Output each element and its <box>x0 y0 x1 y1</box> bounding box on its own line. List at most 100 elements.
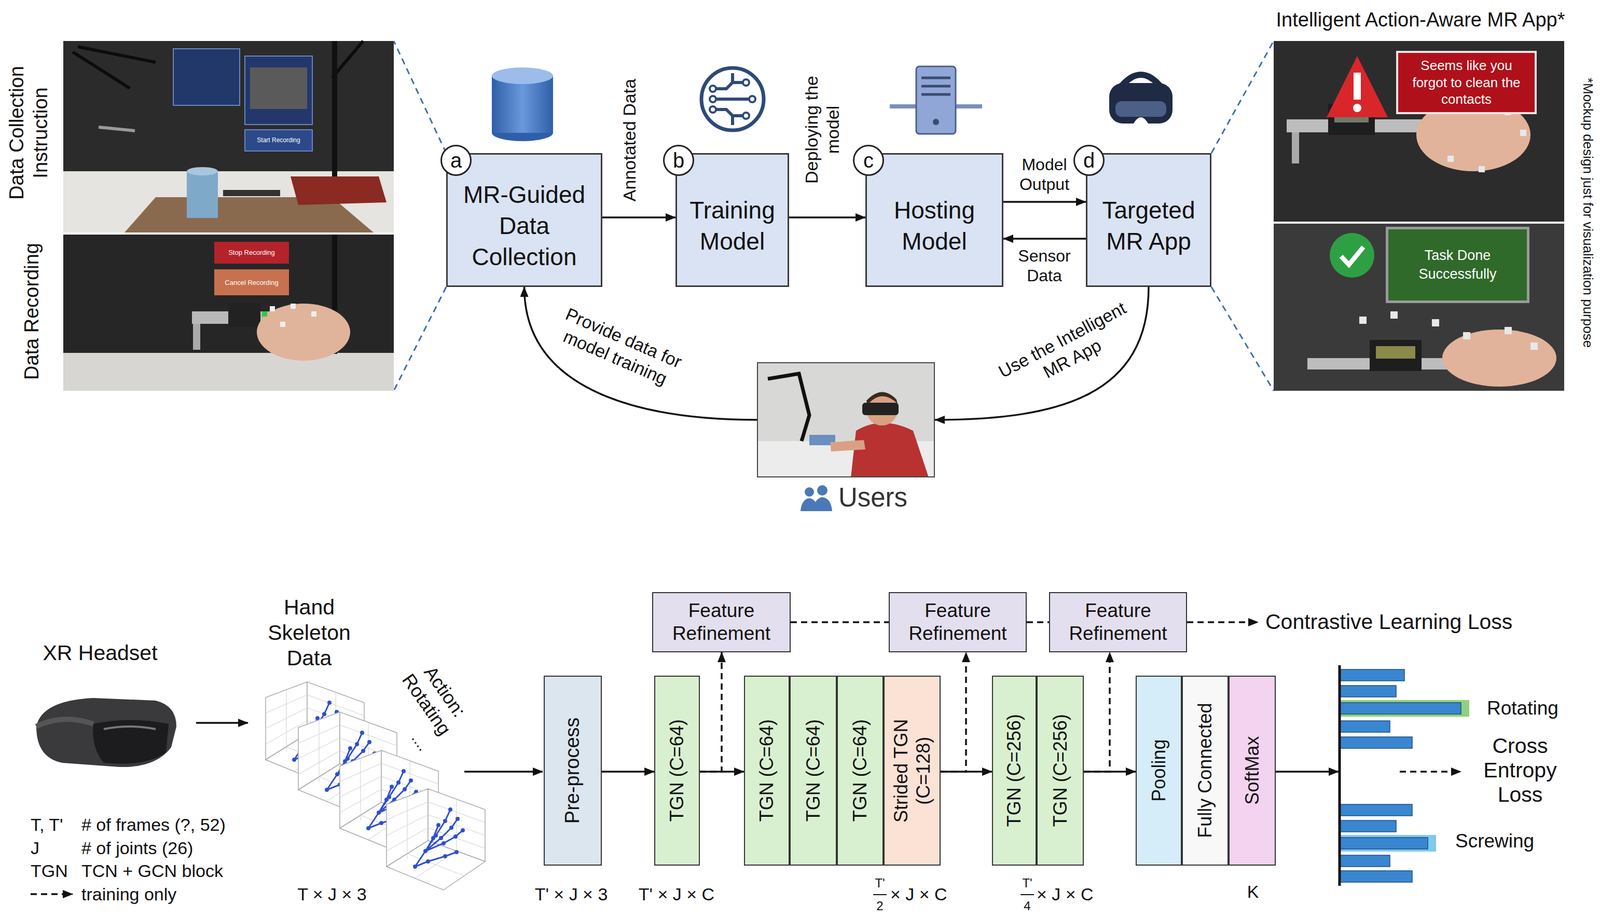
edge-label: Model Output <box>1005 154 1084 195</box>
user-photo: Users <box>756 362 935 478</box>
output-bars <box>1339 736 1413 749</box>
dimension: T × J × 3 <box>297 883 367 905</box>
vr-headset-icon <box>1133 117 1149 124</box>
flow-arrow <box>1187 621 1259 624</box>
recording-photo <box>63 234 394 391</box>
edge-label: Annotated Data <box>618 62 641 218</box>
legend-key: TGN <box>30 860 68 882</box>
recording-photo <box>311 311 317 317</box>
recording-photo <box>269 303 317 327</box>
block-text: SoftMax <box>1240 683 1264 858</box>
users-photo <box>862 402 899 416</box>
instruction-photo <box>63 171 394 233</box>
instruction-photo <box>244 56 313 125</box>
instruction-photo <box>186 167 218 176</box>
neural-icon <box>709 106 716 113</box>
box-text: Training Model <box>683 195 782 258</box>
block-text: TGN (C=64) <box>802 683 825 858</box>
success-banner: Task Done Successfully <box>1385 226 1530 303</box>
recording-photo <box>63 234 394 391</box>
fraction-denominator: 4 <box>1023 898 1031 914</box>
step-letter: a <box>450 149 462 171</box>
recording-photo <box>214 241 289 264</box>
output-bars <box>1339 702 1461 714</box>
app-photo <box>1369 339 1422 371</box>
edge-label: Deploying the model <box>801 64 844 195</box>
connector <box>934 286 1149 420</box>
edge-label: Use the Intelligent MR App <box>988 294 1146 405</box>
block-text: Pooling <box>1147 683 1170 858</box>
layer-block: Pooling <box>1135 675 1182 866</box>
neural-icon <box>709 85 716 92</box>
xr-headset <box>36 719 94 727</box>
users-photo <box>767 373 810 441</box>
edge-label: Sensor Data <box>1005 245 1084 286</box>
fraction-numerator: T' <box>874 875 885 891</box>
layer-block: SoftMax <box>1228 675 1276 866</box>
layer-block: TGN (C=64) <box>836 675 884 866</box>
recording-photo <box>228 302 261 327</box>
data-label: Hand Skeleton Data <box>249 594 369 672</box>
box-text: Targeted MR App <box>1093 195 1204 258</box>
check-icon <box>1329 232 1375 278</box>
instruction-photo <box>332 40 338 197</box>
output-bars <box>1339 669 1405 681</box>
flow-arrow <box>1275 770 1339 773</box>
app-photo <box>1390 311 1398 319</box>
side-label: Data Recording <box>20 233 45 390</box>
xr-headset <box>36 697 177 767</box>
instruction-photo <box>98 127 135 131</box>
refinement-box: Feature Refinement <box>1049 591 1188 653</box>
block-text: TGN (C=256) <box>1049 683 1072 858</box>
app-photo <box>1520 129 1527 136</box>
training-connector <box>790 621 889 624</box>
process-box: Training Model <box>675 153 790 287</box>
block-text: TGN (C=64) <box>665 683 688 858</box>
output-bars <box>1339 665 1470 886</box>
panel-title: Intelligent Action-Aware MR App* <box>1276 8 1566 33</box>
step-letter: b <box>672 149 685 171</box>
device-label: XR Headset <box>42 640 158 666</box>
layer-block: TGN (C=64) <box>654 675 700 866</box>
step-letter: c <box>863 149 874 171</box>
fraction-denominator: 2 <box>876 898 884 914</box>
check-icon <box>1329 232 1375 278</box>
process-box: Hosting Model <box>865 153 1004 287</box>
layer-block: TGN (C=256) <box>1036 675 1084 866</box>
output-bars <box>1339 854 1390 867</box>
app-photo <box>1442 329 1557 387</box>
output-bars <box>1339 669 1461 882</box>
legend-desc: TCN + GCN block <box>81 860 224 882</box>
connector <box>601 770 655 773</box>
warning-icon <box>1326 56 1388 118</box>
app-photo <box>1273 40 1565 222</box>
side-label: Data Collection Instruction <box>5 44 53 222</box>
dimension: T' × J × C <box>638 883 715 905</box>
app-photo <box>1447 155 1454 162</box>
preprocess-block: Pre-process <box>543 675 602 866</box>
edge-label: Provide data for model training <box>544 299 695 396</box>
connector <box>602 216 676 219</box>
neural-icon <box>709 79 756 119</box>
ui-button-text: Cancel Recording <box>224 278 279 287</box>
instruction-photo <box>244 129 313 151</box>
connector <box>1003 237 1086 240</box>
step-circle: a <box>440 144 472 176</box>
box-text: Users <box>838 480 908 515</box>
app-photo <box>1273 223 1565 391</box>
legend-key: J <box>30 837 40 859</box>
box-text: Seems like you forgot to clean the conta… <box>1404 57 1529 108</box>
server-icon <box>916 66 956 134</box>
output-bars <box>1339 834 1437 852</box>
neural-icon <box>749 95 756 103</box>
fraction-bar <box>873 893 887 895</box>
training-connector <box>1026 621 1050 624</box>
flow-arrow <box>196 721 248 724</box>
step-circle: d <box>1073 144 1105 176</box>
class-label: Rotating <box>1486 696 1559 720</box>
xr-headset <box>92 720 169 764</box>
box-text: Feature Refinement <box>659 599 784 646</box>
database-icon <box>491 67 554 85</box>
connector <box>1003 200 1086 203</box>
class-label: Screwing <box>1455 829 1535 853</box>
